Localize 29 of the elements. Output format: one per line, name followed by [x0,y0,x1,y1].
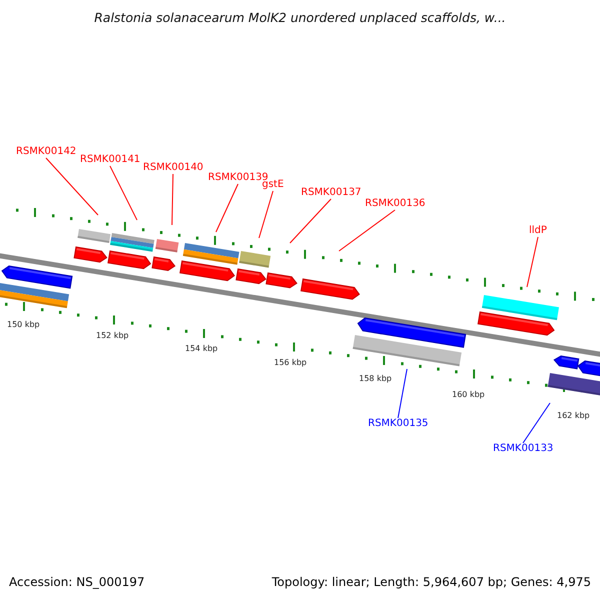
gene-label: lldP [529,225,547,237]
scale-label: 150 kbp [7,320,40,330]
gene-label: RSMK00137 [301,187,362,199]
scale-label: 160 kbp [452,390,485,400]
leader-line [526,236,538,288]
leader-line [216,184,238,232]
scale-label: 162 kbp [557,411,590,421]
genome-info-text: Topology: linear; Length: 5,964,607 bp; Genes: 4,975 [272,575,591,590]
accession-text: Accession: NS_000197 [9,575,145,590]
leader-line [398,368,408,418]
chart-title: Ralstonia solanacearum MolK2 unordered unplaced scaffolds, w... [93,10,507,25]
leader-line [290,198,332,244]
scale-label: 152 kbp [96,331,129,341]
leader-line [258,190,274,238]
gene-label: RSMK00140 [143,162,204,174]
gene-label: RSMK00136 [365,198,426,210]
gene-label: gstE [262,179,284,191]
scale-label: 156 kbp [274,358,307,368]
gene-label: RSMK00141 [80,154,140,166]
leader-line [338,210,396,252]
gene-label: RSMK00135 [368,418,428,430]
scale-label: 154 kbp [185,344,218,354]
gene-label: RSMK00133 [493,443,554,455]
scale-label: 158 kbp [359,374,392,384]
leader-line [46,158,98,216]
leader-line [522,402,550,444]
gene-label: RSMK00142 [16,146,76,158]
leader-line [110,166,138,220]
leader-line [172,174,174,226]
